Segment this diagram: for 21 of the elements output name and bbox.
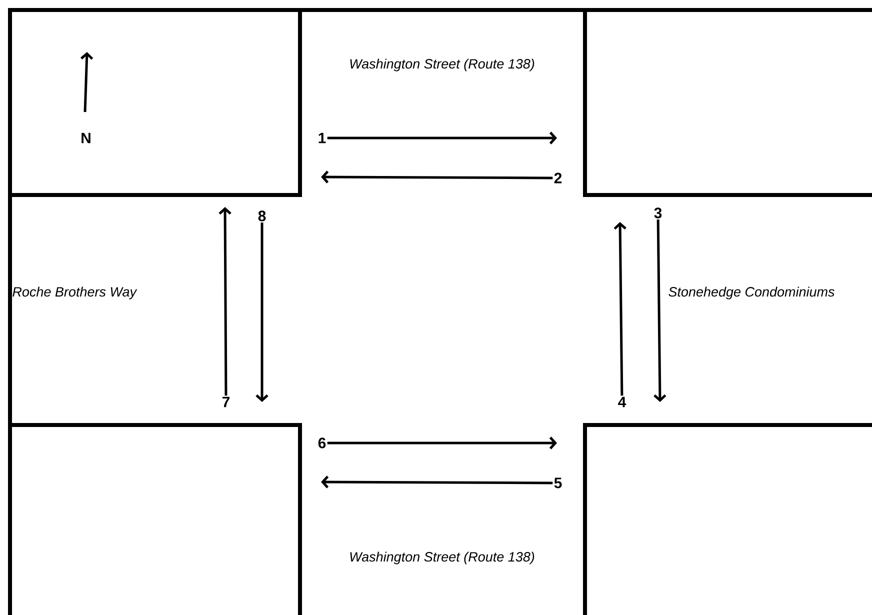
- arrow: [321, 476, 553, 488]
- arrow: [327, 132, 557, 144]
- street-name: Washington Street (Route 138): [350, 552, 534, 564]
- street-name: Washington Street (Route 138): [350, 58, 534, 72]
- callout-number: 4: [618, 396, 626, 408]
- callout-number: 3: [654, 208, 662, 218]
- arrow: [218, 206, 232, 396]
- arrow: [256, 222, 268, 402]
- street-name: Roche Brothers Way: [12, 286, 138, 300]
- callout-number: 6: [318, 438, 326, 448]
- callout-number: 7: [222, 396, 230, 408]
- street-name: Stonehedge Condominiums: [668, 286, 834, 300]
- arrow: [327, 436, 557, 450]
- arrow: [321, 170, 553, 184]
- callout-number: 5: [554, 478, 562, 488]
- arrow: [614, 222, 626, 396]
- callout-number: 8: [258, 210, 266, 222]
- callout-number: 1: [318, 132, 326, 144]
- compass-label: N: [82, 132, 90, 144]
- callout-number: 2: [554, 172, 562, 184]
- arrow: [654, 220, 666, 402]
